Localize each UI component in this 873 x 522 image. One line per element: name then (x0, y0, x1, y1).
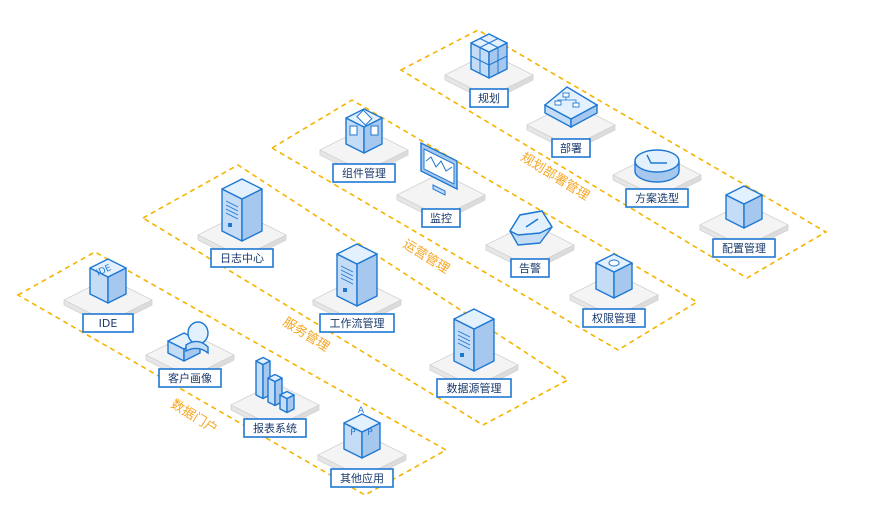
config-cube-icon (725, 185, 763, 229)
node-customer-profile[interactable]: 客户画像 (145, 321, 235, 388)
node-label: IDE (99, 317, 118, 330)
node-label: 配置管理 (722, 241, 766, 255)
ops-mgmt-group-label: 运营管理 (400, 237, 452, 277)
node-label: 权限管理 (592, 311, 636, 325)
app-cube-icon: A P P (343, 406, 381, 459)
node-label-box (582, 308, 646, 328)
node-report-system[interactable]: 报表系统 (230, 356, 320, 438)
node-label-box (436, 378, 512, 398)
node-label-box (625, 188, 689, 208)
node-label-box (158, 368, 222, 388)
grid-cube-icon (470, 33, 508, 79)
node-monitor[interactable]: 监控 (396, 141, 486, 228)
alert-icon (509, 210, 553, 246)
node-component-mgmt[interactable]: 组件管理 (319, 108, 409, 183)
node-datasource-mgmt[interactable]: 数据源管理 (429, 308, 519, 398)
node-label-box (469, 88, 509, 108)
node-label-box (330, 468, 394, 488)
node-label: 监控 (430, 211, 452, 225)
user-profile-icon (167, 321, 209, 362)
node-workflow-mgmt[interactable]: 工作流管理 (312, 243, 402, 333)
server-icon (221, 178, 263, 242)
planning-deploy-mgmt-group-label: 规划部署管理 (518, 150, 592, 204)
node-config-mgmt[interactable]: 配置管理 (699, 185, 789, 258)
node-label-box (243, 418, 307, 438)
node-label: 报表系统 (253, 421, 297, 435)
node-label-box (421, 208, 461, 228)
node-label-box (82, 313, 134, 333)
node-label-box (551, 138, 591, 158)
node-label-box (319, 313, 395, 333)
node-label: 组件管理 (342, 166, 386, 180)
permission-cube-icon (595, 253, 633, 299)
node-alert[interactable]: 告警 (485, 210, 575, 278)
check-disc-icon (634, 149, 680, 183)
data-portal-group-label: 数据门户 (168, 396, 221, 437)
node-solution-selection[interactable]: 方案选型 (612, 149, 702, 208)
data-portal-band (16, 251, 448, 496)
server-icon (336, 243, 378, 307)
node-label: 告警 (519, 261, 541, 275)
node-planning[interactable]: 规划 (444, 33, 534, 108)
planning-deploy-mgmt-band (399, 29, 828, 279)
component-cube-icon (345, 108, 383, 154)
node-label-box (210, 248, 274, 268)
node-label: 日志中心 (220, 252, 264, 265)
node-label: 客户画像 (168, 371, 212, 385)
report-bars-icon (255, 356, 295, 414)
service-mgmt-band (141, 164, 570, 426)
node-label: 部署 (560, 141, 582, 155)
app-letter-text: A (358, 406, 365, 416)
node-label: 方案选型 (635, 191, 679, 205)
monitor-icon (420, 141, 458, 196)
node-ide[interactable]: IDE IDE (63, 258, 153, 333)
node-label-box (712, 238, 776, 258)
node-deploy[interactable]: 部署 (526, 86, 616, 158)
node-label-box (332, 163, 396, 183)
node-label: 数据源管理 (447, 381, 502, 395)
app-letter-text: P (367, 428, 373, 438)
node-label: 其他应用 (340, 471, 384, 485)
ide-cube-icon: IDE (89, 258, 127, 304)
node-permission-mgmt[interactable]: 权限管理 (569, 253, 659, 328)
app-letter-text: P (350, 428, 356, 438)
node-label: 规划 (478, 91, 500, 105)
node-label: 工作流管理 (330, 316, 385, 330)
server-icon (453, 308, 495, 372)
node-log-center[interactable]: 日志中心 (197, 178, 287, 268)
node-label-box (510, 258, 550, 278)
deploy-network-icon (543, 86, 599, 129)
node-other-apps[interactable]: A P P 其他应用 (317, 406, 407, 488)
